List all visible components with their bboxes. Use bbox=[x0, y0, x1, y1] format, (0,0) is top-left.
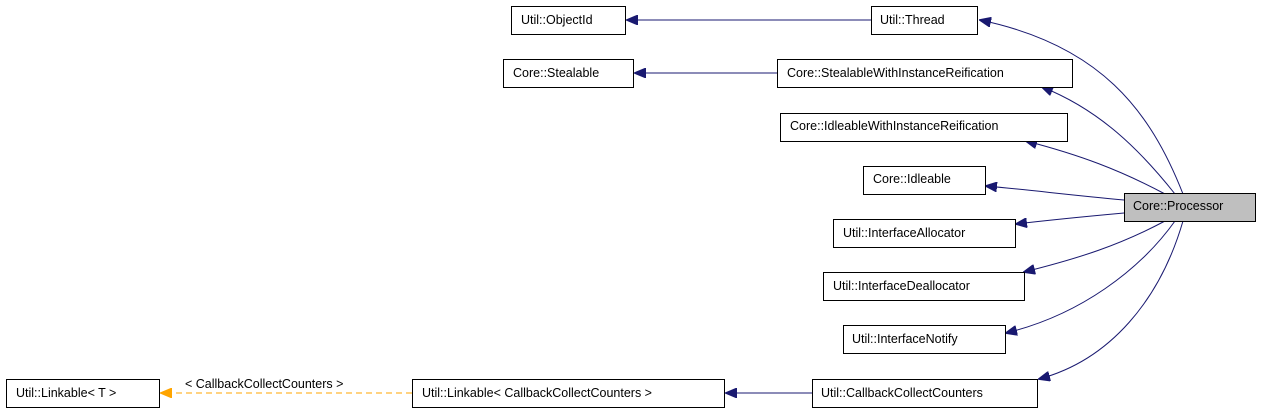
node-util-linkable-t[interactable]: Util::Linkable< T > bbox=[6, 379, 160, 408]
edge-processor-alloc bbox=[1016, 212, 1125, 224]
edge-processor-notify bbox=[1006, 220, 1176, 333]
node-util-objectid[interactable]: Util::ObjectId bbox=[511, 6, 626, 35]
node-util-interface-deallocator[interactable]: Util::InterfaceDeallocator bbox=[823, 272, 1025, 301]
edge-processor-dealloc bbox=[1024, 220, 1166, 272]
edge-processor-idleablereif bbox=[1026, 141, 1166, 195]
node-label: Core::Idleable bbox=[873, 172, 951, 186]
node-core-stealable-with-instance-reification[interactable]: Core::StealableWithInstanceReification bbox=[777, 59, 1073, 88]
node-util-linkable-callbackcollectcounters[interactable]: Util::Linkable< CallbackCollectCounters … bbox=[412, 379, 725, 408]
node-label: Util::CallbackCollectCounters bbox=[821, 386, 983, 400]
node-util-thread[interactable]: Util::Thread bbox=[871, 6, 978, 35]
node-core-stealable[interactable]: Core::Stealable bbox=[503, 59, 634, 88]
node-label: Core::Stealable bbox=[513, 66, 599, 80]
node-util-callback-collect-counters[interactable]: Util::CallbackCollectCounters bbox=[812, 379, 1038, 408]
node-core-idleable-with-instance-reification[interactable]: Core::IdleableWithInstanceReification bbox=[780, 113, 1068, 142]
template-edge-label: < CallbackCollectCounters > bbox=[185, 377, 343, 391]
node-label: Util::Linkable< T > bbox=[16, 386, 116, 400]
node-label: Core::StealableWithInstanceReification bbox=[787, 66, 1004, 80]
edge-processor-thread bbox=[980, 20, 1184, 195]
node-label: Util::ObjectId bbox=[521, 13, 593, 27]
node-label: Util::InterfaceAllocator bbox=[843, 226, 965, 240]
node-label: Core::IdleableWithInstanceReification bbox=[790, 119, 998, 133]
node-label: Util::Thread bbox=[880, 13, 945, 27]
node-util-interface-notify[interactable]: Util::InterfaceNotify bbox=[843, 325, 1006, 354]
node-label: Util::Linkable< CallbackCollectCounters … bbox=[422, 386, 652, 400]
node-util-interface-allocator[interactable]: Util::InterfaceAllocator bbox=[833, 219, 1016, 248]
edge-processor-idleable bbox=[986, 186, 1125, 201]
edges bbox=[161, 20, 1184, 393]
node-label: Core::Processor bbox=[1133, 199, 1223, 213]
node-core-idleable[interactable]: Core::Idleable bbox=[863, 166, 986, 195]
node-label: Util::InterfaceNotify bbox=[852, 332, 958, 346]
node-core-processor[interactable]: Core::Processor bbox=[1124, 193, 1256, 222]
node-label: Util::InterfaceDeallocator bbox=[833, 279, 970, 293]
edge-processor-stealablereif bbox=[1042, 87, 1176, 195]
edge-processor-callback bbox=[1039, 220, 1184, 379]
